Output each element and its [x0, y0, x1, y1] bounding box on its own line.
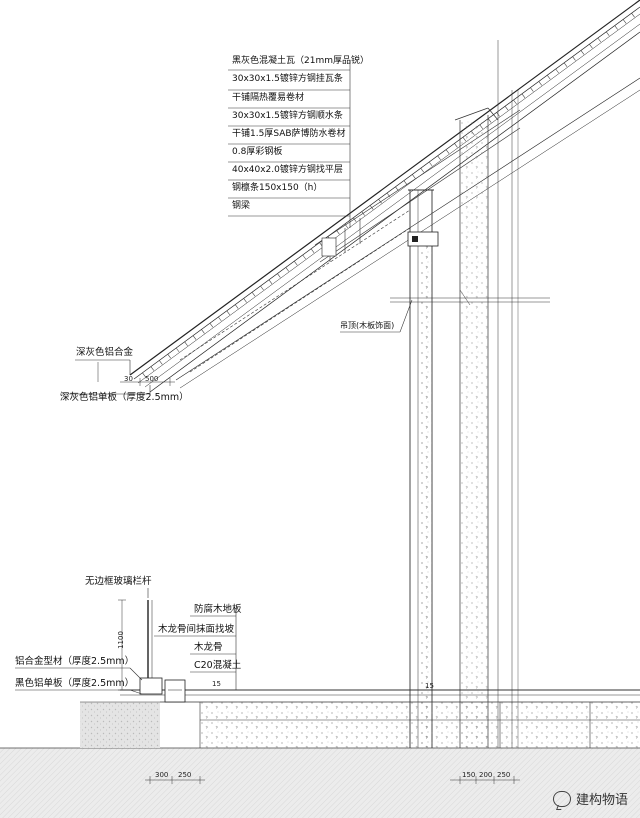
black-panel-label: 黑色铝单板（厚度2.5mm） — [15, 678, 135, 689]
roof-tile-mark — [454, 143, 458, 148]
roof-tile-mark — [268, 279, 273, 284]
roof-tile-mark — [597, 37, 602, 43]
roof-slope — [129, 0, 640, 393]
roof-layer-2: 30x30x1.5镀锌方钢挂瓦条 — [232, 74, 343, 84]
roof-tile-mark — [546, 75, 551, 80]
roof-layer-5: 干铺1.5厚SAB萨博防水卷材 — [232, 129, 346, 139]
roof-tile-mark — [437, 155, 441, 160]
dim-bottom-left-2: 250 — [178, 771, 192, 779]
roof-tile-mark — [580, 50, 585, 55]
roof-layer-6: 0.8厚彩钢板 — [232, 147, 283, 157]
wechat-icon — [552, 790, 571, 807]
roof-tile-mark — [310, 248, 315, 253]
eave-alu-label: 深灰色铝合金 — [76, 347, 134, 358]
roof-tile-mark — [563, 62, 568, 67]
roof-layer-3: 干铺隔热覆易卷材 — [232, 93, 305, 103]
roof-tile-mark — [538, 81, 543, 86]
misc-leader-lines — [15, 299, 413, 695]
railing-label: 无边框玻璃栏杆 — [85, 576, 152, 587]
eave-panel-label: 深灰色铝单板（厚度2.5mm） — [60, 392, 189, 403]
roof-tile-mark — [572, 56, 576, 61]
watermark-text: 建构物语 — [575, 793, 628, 808]
roof-tile-mark — [521, 93, 526, 98]
glass-wall-fill — [418, 235, 432, 748]
slab-fill — [200, 702, 640, 748]
roof-tile-mark — [530, 87, 534, 92]
dim-bottom-left-1: 300 — [155, 771, 169, 779]
roof-tile-mark — [285, 267, 290, 272]
roof-tile-mark — [513, 99, 517, 105]
roof-tile-mark — [293, 261, 298, 266]
dim-bottom-right-2: 200 — [479, 771, 493, 779]
roof-tile-mark — [192, 335, 197, 340]
roof-tile-mark — [622, 19, 627, 24]
wall-head — [407, 231, 439, 247]
roof-tile-mark — [184, 341, 188, 346]
roof-tile-mark — [218, 316, 222, 322]
floor-layer-1: 防腐木地板 — [194, 604, 242, 615]
roof-tile-mark — [209, 323, 214, 328]
roof-layer-4: 30x30x1.5镀锌方钢顺水条 — [232, 111, 343, 121]
foundation-hatch — [0, 748, 640, 818]
roof-tile-mark — [302, 254, 306, 260]
roof-tile-mark — [614, 25, 618, 30]
roof-leader-lines — [228, 60, 351, 228]
floor-layer-4: C20混凝土 — [194, 660, 242, 671]
railing-dimension — [118, 599, 126, 691]
floor-layer-2: 木龙骨间抹面找坡 — [158, 624, 235, 635]
roof-layer-1: 黑灰色混凝土瓦（21mm厚品锐） — [232, 56, 369, 66]
roof-tile-mark — [589, 44, 593, 49]
roof-tile-mark — [504, 106, 509, 111]
roof-tile-mark — [226, 310, 231, 315]
ceiling-label: 吊顶(木板饰面) — [340, 321, 395, 330]
dim-eave-30: 30 — [124, 375, 133, 383]
dim-eave-500: 500 — [145, 375, 159, 383]
roof-tile-mark — [142, 372, 146, 377]
roof-tile-marks — [142, 13, 635, 377]
roof-tile-mark — [420, 168, 424, 173]
roof-tile-mark — [201, 329, 205, 334]
alu-profile-label: 铝合金型材（厚度2.5mm） — [15, 656, 135, 667]
roof-tile-mark — [251, 292, 256, 297]
column-fill — [460, 120, 488, 748]
roof-tile-mark — [150, 366, 155, 371]
ground-soil — [80, 702, 160, 748]
glass-railing — [139, 600, 186, 703]
roof-tile-mark — [631, 13, 635, 18]
roof-tile-mark — [428, 161, 433, 167]
roof-layer-8: 钢檩条150x150（h） — [232, 183, 323, 193]
roof-tile-mark — [445, 149, 450, 154]
roof-tile-mark — [353, 217, 357, 222]
dim-small-2: 15 — [425, 682, 434, 690]
roof-tile-mark — [243, 298, 247, 303]
dim-small-1: 15 — [212, 680, 221, 688]
roof-tile-mark — [260, 285, 264, 291]
floor-leader-lines — [154, 608, 237, 690]
roof-tile-mark — [487, 118, 492, 123]
bottom-dimensions — [145, 776, 520, 784]
eave-dimensions — [97, 362, 175, 386]
roof-layer-9: 钢梁 — [232, 201, 251, 211]
roof-tile-mark — [234, 304, 239, 309]
roof-tile-mark — [277, 273, 281, 278]
floor-layer-3: 木龙骨 — [194, 642, 223, 653]
dim-bottom-right-1: 150 — [462, 771, 476, 779]
wall-head-inner — [412, 236, 418, 242]
roof-tile-mark — [167, 354, 171, 359]
roof-tile-mark — [159, 360, 163, 365]
watermark: 建构物语 — [552, 789, 628, 808]
roof-tile-mark — [403, 180, 408, 185]
roof-tile-mark — [606, 31, 610, 36]
roof-tile-mark — [378, 199, 382, 204]
roof-layer-7: 40x40x2.0镀锌方钢找平层 — [232, 165, 343, 175]
dim-bottom-right-3: 250 — [497, 771, 511, 779]
roof-tile-mark — [555, 68, 559, 74]
dim-railing-1100: 1100 — [116, 631, 125, 649]
roof-tile-mark — [175, 347, 180, 353]
roof-tile-mark — [412, 174, 416, 179]
roof-tile-mark — [386, 192, 391, 198]
